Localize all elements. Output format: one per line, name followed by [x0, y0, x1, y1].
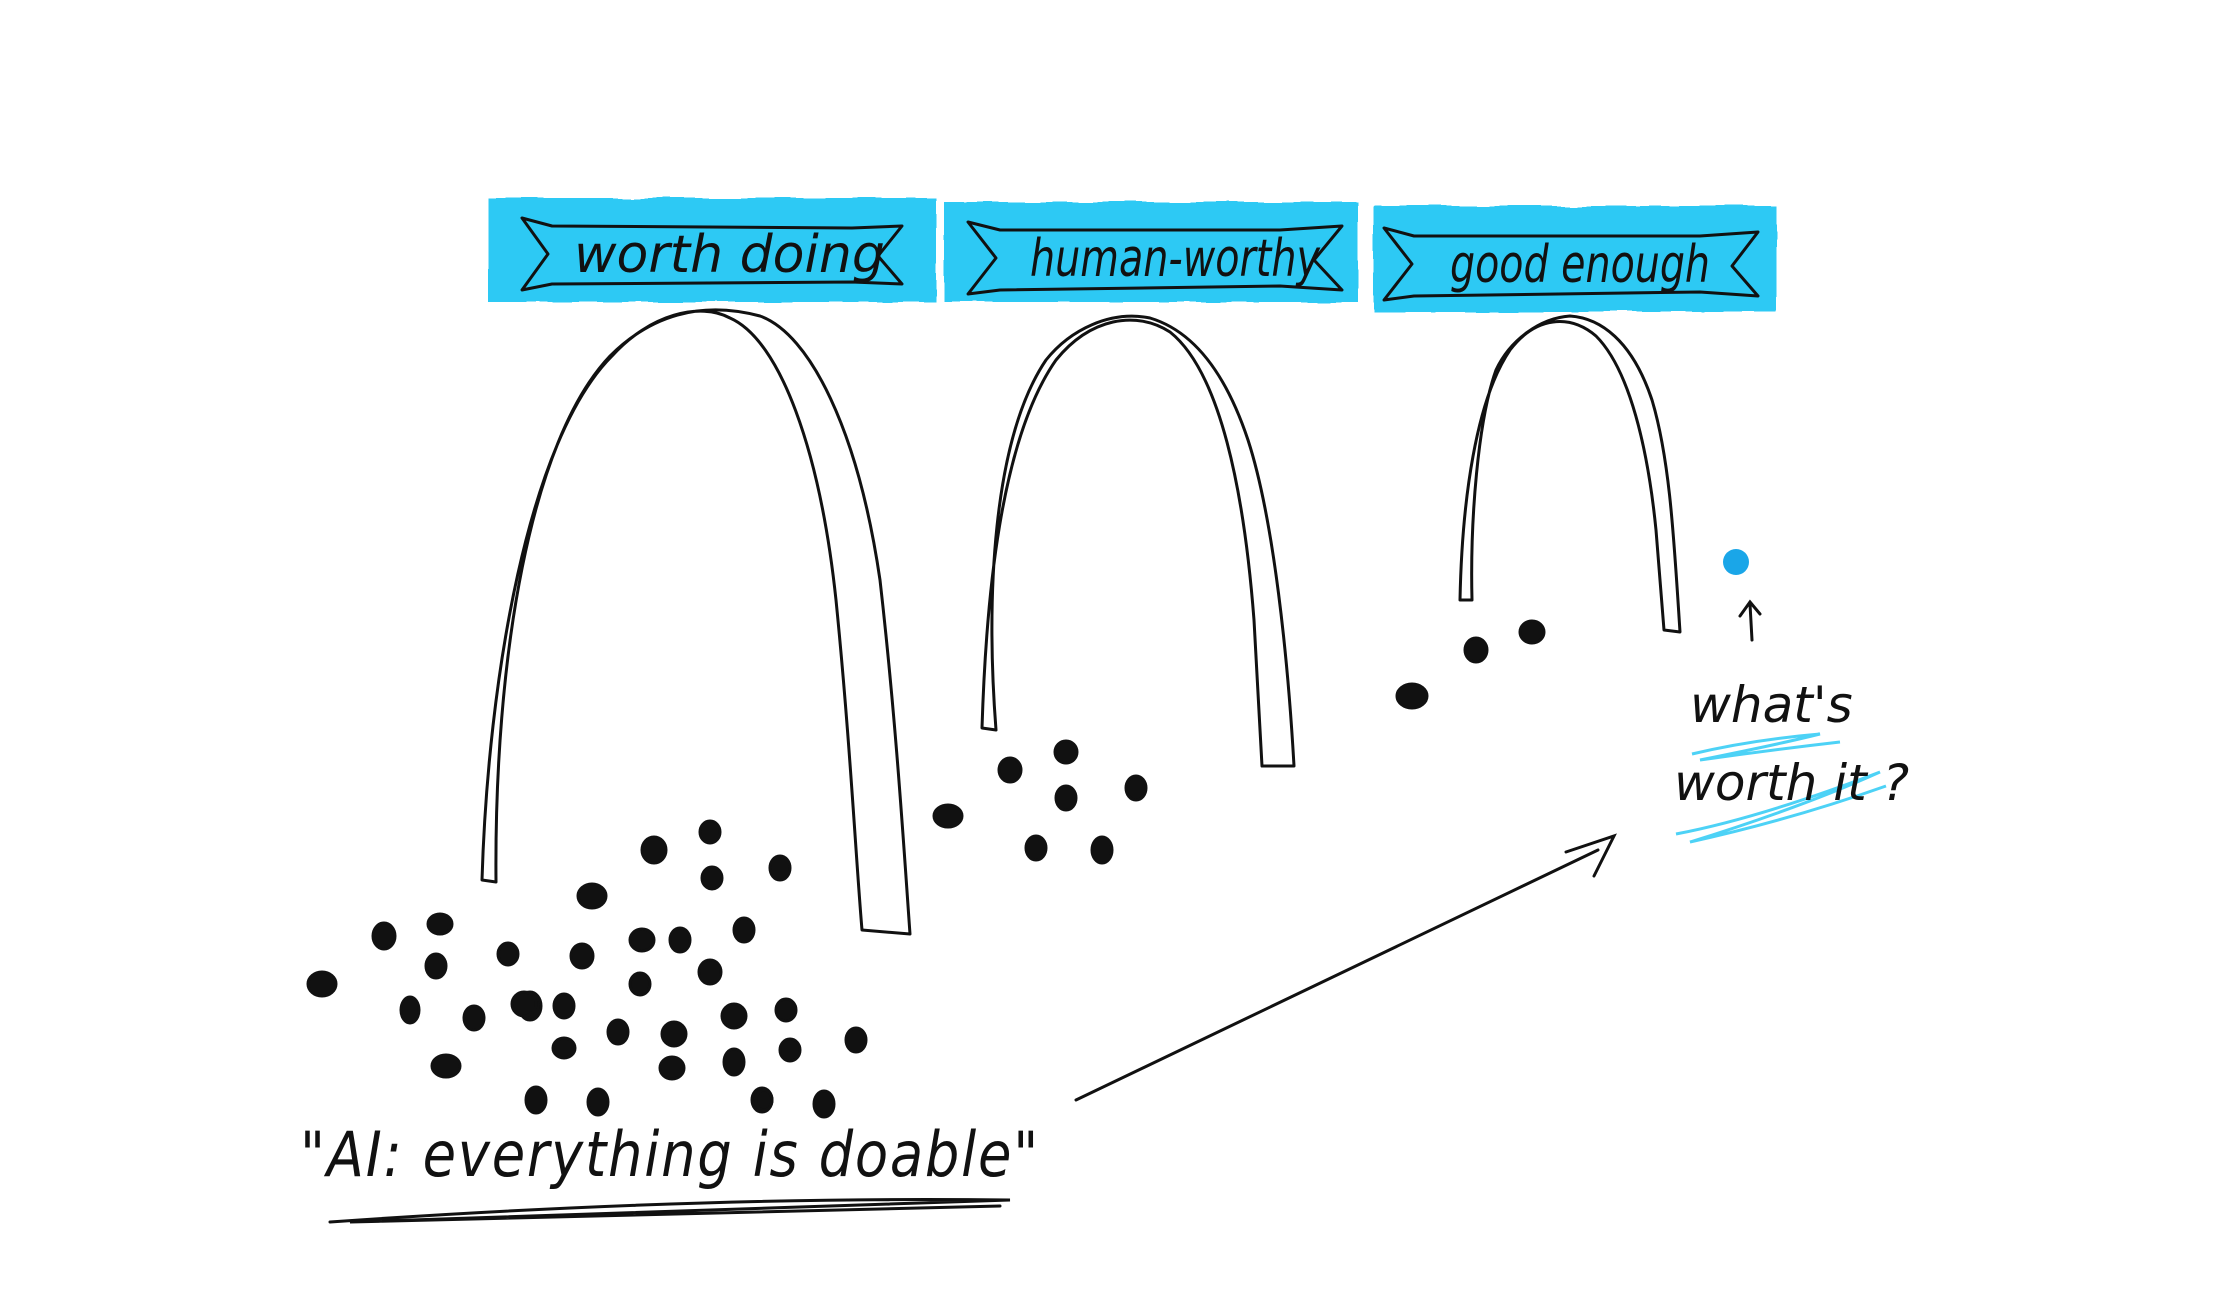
question-note: what's worth it ? — [1674, 676, 1909, 842]
banner-human-worthy: human-worthy — [944, 202, 1358, 302]
arch-large — [482, 310, 910, 934]
dot-cluster-medium — [934, 741, 1146, 863]
arrow-icon — [1076, 836, 1614, 1100]
quote-underline — [330, 1199, 1010, 1222]
task-dots — [308, 621, 1544, 1117]
banner-worth-doing: worth doing — [488, 198, 936, 302]
target-dot — [1723, 549, 1749, 575]
arch-small — [1460, 316, 1680, 632]
dot-cluster-large — [308, 821, 866, 1117]
dot-cluster-small — [1397, 621, 1544, 708]
banner-good-enough: good enough — [1374, 206, 1776, 312]
question-line-2: worth it ? — [1674, 754, 1909, 812]
quote-text: "AI: everything is doable" — [300, 1118, 1040, 1191]
question-line-1: what's — [1690, 676, 1853, 734]
quote-block: "AI: everything is doable" — [300, 1118, 1040, 1222]
arch-medium — [982, 316, 1294, 766]
banner-label: good enough — [1450, 235, 1710, 295]
up-arrow-icon — [1740, 602, 1760, 640]
banner-label: human-worthy — [1030, 229, 1321, 289]
banner-label: worth doing — [574, 225, 885, 285]
